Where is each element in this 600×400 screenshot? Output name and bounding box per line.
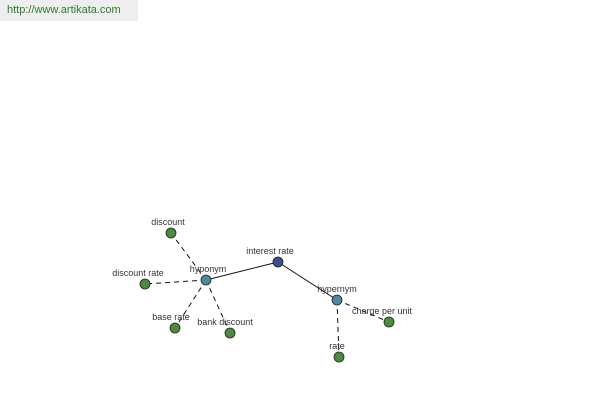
node-interest-rate-label: interest rate: [246, 246, 294, 256]
node-rate-dot[interactable]: [333, 351, 345, 363]
edge-hyponym-to-base-rate: [174, 279, 207, 329]
graph-nodes: interest rate hyponym hypernym discount disc…: [112, 217, 413, 363]
edge-hypernym-to-charge-per-unit: [336, 299, 390, 323]
edge-hyponym-to-discount-rate: [144, 279, 207, 285]
edge-interest-rate-to-hyponym: [205, 261, 279, 281]
node-bank-discount-dot[interactable]: [224, 327, 236, 339]
node-base-rate-label: base rate: [152, 312, 190, 322]
node-hypernym[interactable]: hypernym: [317, 284, 357, 306]
node-hyponym-dot[interactable]: [200, 274, 212, 286]
node-discount[interactable]: discount: [151, 217, 185, 239]
node-hyponym-label: hyponym: [190, 264, 227, 274]
edge-hypernym-to-rate: [336, 299, 340, 358]
graph-edges: [144, 232, 390, 358]
node-charge-per-unit-dot[interactable]: [383, 316, 395, 328]
node-rate[interactable]: rate: [329, 341, 345, 363]
node-hypernym-dot[interactable]: [331, 294, 343, 306]
node-base-rate[interactable]: base rate: [152, 312, 190, 334]
node-discount-label: discount: [151, 217, 185, 227]
site-url[interactable]: http://www.artikata.com: [0, 0, 138, 21]
node-discount-dot[interactable]: [165, 227, 177, 239]
node-base-rate-dot[interactable]: [169, 322, 181, 334]
edge-hyponym-to-discount: [170, 232, 207, 281]
node-charge-per-unit[interactable]: charge per unit: [352, 306, 413, 328]
node-discount-rate-label: discount rate: [112, 268, 164, 278]
edge-interest-rate-to-hypernym: [277, 261, 338, 301]
node-hyponym[interactable]: hyponym: [190, 264, 227, 286]
node-hypernym-label: hypernym: [317, 284, 357, 294]
node-bank-discount-label: bank discount: [197, 317, 253, 327]
node-interest-rate[interactable]: interest rate: [246, 246, 294, 268]
edge-hyponym-to-bank-discount: [205, 279, 231, 334]
node-charge-per-unit-label: charge per unit: [352, 306, 413, 316]
node-bank-discount[interactable]: bank discount: [197, 317, 253, 339]
node-discount-rate-dot[interactable]: [139, 278, 151, 290]
node-interest-rate-dot[interactable]: [272, 256, 284, 268]
node-discount-rate[interactable]: discount rate: [112, 268, 164, 290]
node-rate-label: rate: [329, 341, 345, 351]
